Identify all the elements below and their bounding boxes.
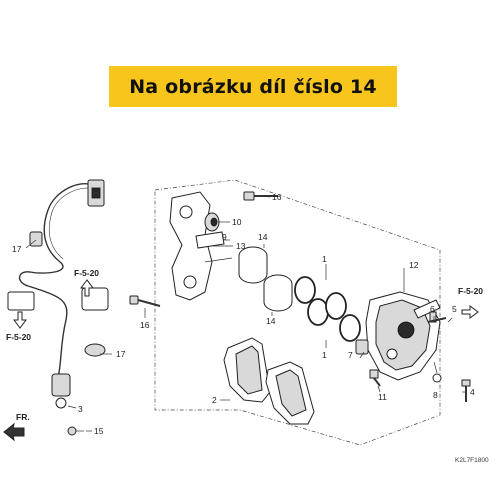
sensor-bolt-15	[67, 426, 84, 436]
callout-17a: 17	[12, 244, 22, 254]
callout-14a: 14	[258, 232, 268, 242]
direction-marker: FR.	[3, 412, 30, 442]
ref-arrow-down	[13, 311, 27, 329]
ref-arrow-up	[80, 279, 94, 297]
callout-1a: 1	[322, 254, 327, 264]
callout-6: 6	[430, 304, 435, 314]
washer-8	[432, 373, 442, 383]
callout-3: 3	[78, 404, 83, 414]
abs-sensor	[51, 373, 71, 409]
wire-clamp	[7, 291, 35, 311]
brake-pad-front	[223, 337, 271, 403]
part-number-banner: Na obrázku díl číslo 14	[109, 66, 397, 107]
callout-9: 9	[222, 232, 227, 242]
caliper-body	[355, 291, 441, 381]
ref-code-right: F-5-20	[458, 286, 483, 296]
wire-clip-17b	[84, 343, 106, 357]
callout-1b: 1	[322, 350, 327, 360]
bracket-bolt-lower	[129, 295, 161, 307]
callout-11: 11	[378, 392, 387, 402]
piston-seal-set	[294, 276, 361, 342]
pad-retainer-9	[195, 231, 225, 249]
pad-pin-5	[427, 317, 447, 323]
callout-8: 8	[433, 390, 438, 400]
piston-14-lower	[263, 274, 293, 312]
diagram-code: K2L7F1800	[455, 457, 489, 464]
wire-clip-17	[29, 231, 43, 247]
assembly-boundary	[154, 179, 441, 446]
banner-text: Na obrázku díl číslo 14	[129, 75, 377, 98]
ref-arrow-right	[461, 305, 479, 319]
bleed-screw-6	[429, 311, 437, 323]
pin-boot-10	[204, 212, 220, 232]
callout-4: 4	[470, 387, 475, 397]
callout-17b: 17	[116, 349, 126, 359]
callout-12: 12	[409, 260, 419, 270]
leader-lines	[25, 195, 466, 432]
callout-14b: 14	[266, 316, 276, 326]
callout-10: 10	[232, 217, 242, 227]
direction-label: FR.	[16, 412, 30, 422]
ref-code-top: F-5-20	[74, 268, 99, 278]
piston-14-upper	[238, 246, 268, 284]
callout-5: 5	[452, 304, 457, 314]
bleed-cap-7	[355, 339, 369, 355]
callout-2: 2	[212, 395, 217, 405]
ref-code-left: F-5-20	[6, 332, 31, 342]
callout-13: 13	[236, 241, 246, 251]
brake-pad-rear	[265, 361, 315, 425]
connector-plug	[91, 187, 101, 199]
callout-16b: 16	[140, 320, 150, 330]
sensor-wire-harness	[7, 179, 109, 436]
pin-bolt-11	[369, 369, 381, 387]
caliper-bolt-4	[461, 379, 471, 402]
callout-15: 15	[94, 426, 104, 436]
callout-7: 7	[348, 350, 353, 360]
callout-16a: 16	[272, 192, 282, 202]
caliper-bracket	[169, 191, 233, 301]
